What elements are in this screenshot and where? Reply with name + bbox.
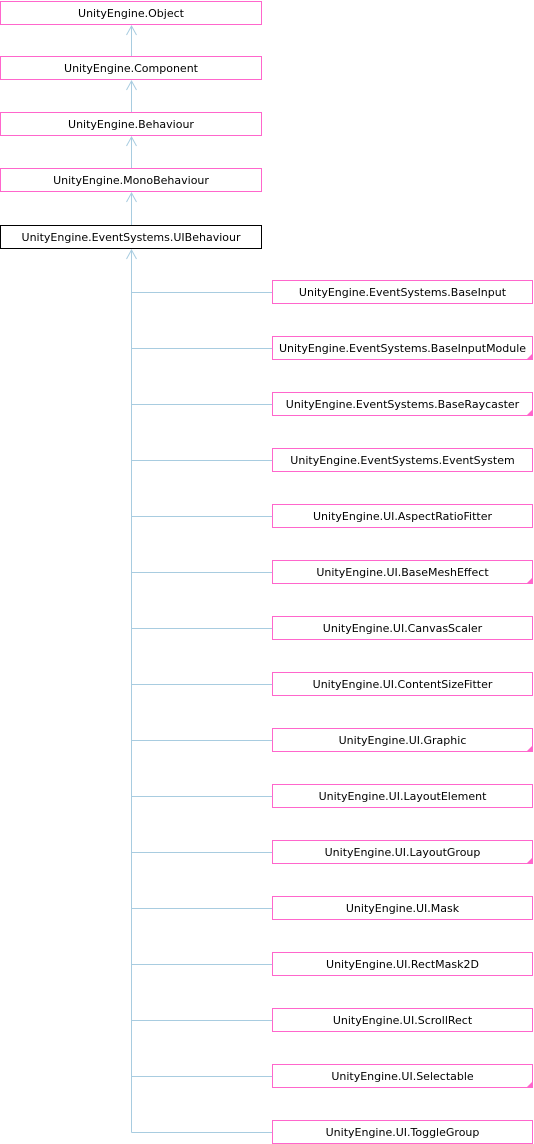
class-node-canvasscaler[interactable]: UnityEngine.UI.CanvasScaler: [272, 616, 533, 640]
class-node-rectmask2d[interactable]: UnityEngine.UI.RectMask2D: [272, 952, 533, 976]
inheritance-arrowhead: [126, 79, 137, 91]
class-node-unityengine-object[interactable]: UnityEngine.Object: [0, 1, 262, 25]
class-node-layoutgroup[interactable]: UnityEngine.UI.LayoutGroup: [272, 840, 533, 864]
class-node-togglegroup[interactable]: UnityEngine.UI.ToggleGroup: [272, 1120, 533, 1144]
class-node-selectable[interactable]: UnityEngine.UI.Selectable: [272, 1064, 533, 1088]
class-node-scrollrect[interactable]: UnityEngine.UI.ScrollRect: [272, 1008, 533, 1032]
class-node-unityengine-monobehaviour[interactable]: UnityEngine.MonoBehaviour: [0, 168, 262, 192]
derived-arrowhead: [126, 248, 137, 260]
class-node-aspectratiofitter[interactable]: UnityEngine.UI.AspectRatioFitter: [272, 504, 533, 528]
class-node-unityengine-component[interactable]: UnityEngine.Component: [0, 56, 262, 80]
class-node-layoutelement[interactable]: UnityEngine.UI.LayoutElement: [272, 784, 533, 808]
inheritance-arrowhead: [126, 191, 137, 203]
class-node-eventsystem[interactable]: UnityEngine.EventSystems.EventSystem: [272, 448, 533, 472]
class-node-graphic[interactable]: UnityEngine.UI.Graphic: [272, 728, 533, 752]
class-node-baseraycaster[interactable]: UnityEngine.EventSystems.BaseRaycaster: [272, 392, 533, 416]
class-node-mask[interactable]: UnityEngine.UI.Mask: [272, 896, 533, 920]
class-node-unityengine-behaviour[interactable]: UnityEngine.Behaviour: [0, 112, 262, 136]
class-node-baseinputmodule[interactable]: UnityEngine.EventSystems.BaseInputModule: [272, 336, 533, 360]
inheritance-arrowhead: [126, 24, 137, 36]
class-node-baseinput[interactable]: UnityEngine.EventSystems.BaseInput: [272, 280, 533, 304]
class-node-current-uibehaviour: UnityEngine.EventSystems.UIBehaviour: [0, 225, 262, 249]
inheritance-arrowhead: [126, 135, 137, 147]
class-node-contentsizefitter[interactable]: UnityEngine.UI.ContentSizeFitter: [272, 672, 533, 696]
class-node-basemesheffect[interactable]: UnityEngine.UI.BaseMeshEffect: [272, 560, 533, 584]
